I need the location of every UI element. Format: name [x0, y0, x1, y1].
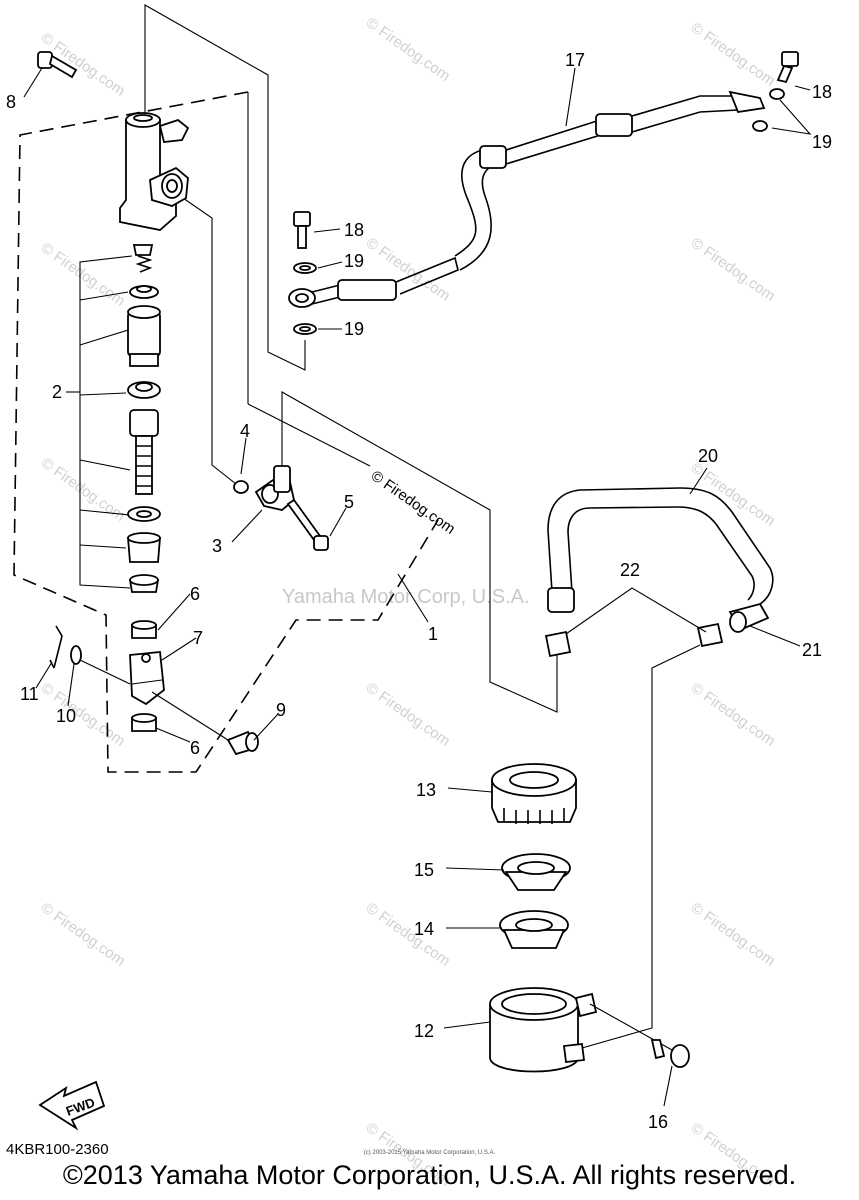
callout-5: 5: [344, 492, 354, 512]
callout-17: 17: [565, 50, 585, 70]
watermark: © Firedog.com: [38, 679, 129, 749]
reservoir: [489, 763, 690, 1073]
callout-7: 7: [193, 628, 203, 648]
watermark: © Firedog.com: [688, 234, 779, 304]
callout-19: 19: [344, 251, 364, 271]
assembly-outline: [13, 91, 439, 773]
firedog-stamp: © Firedog.com: [368, 467, 459, 537]
watermark: © Firedog.com: [38, 899, 129, 969]
part-8-bolt: [37, 51, 78, 79]
callout-18: 18: [344, 220, 364, 240]
callout-19: 19: [344, 319, 364, 339]
callout-13: 13: [416, 780, 436, 800]
callout-2: 2: [52, 382, 62, 402]
clevis-parts: [49, 620, 259, 756]
callout-19: 19: [812, 132, 832, 152]
callout-18: 18: [812, 82, 832, 102]
callout-1: 1: [428, 624, 438, 644]
union-bolt-washers: [293, 211, 317, 335]
callouts: 8 17 18 19 18 19 19 2 4 3 5 20 22 21 6 7…: [6, 50, 832, 1132]
watermark: © Firedog.com: [688, 679, 779, 749]
master-cylinder-body: [119, 112, 190, 231]
watermark: © Firedog.com: [363, 14, 454, 84]
callout-14: 14: [414, 919, 434, 939]
watermark: © Firedog.com: [38, 454, 129, 524]
callout-6: 6: [190, 738, 200, 758]
callout-3: 3: [212, 536, 222, 556]
callout-21: 21: [802, 640, 822, 660]
callout-15: 15: [414, 860, 434, 880]
hose-joint: [233, 465, 329, 551]
watermark: © Firedog.com: [363, 679, 454, 749]
callout-12: 12: [414, 1021, 434, 1041]
watermark: © Firedog.com: [688, 19, 779, 89]
copyright-notice: ©2013 Yamaha Motor Corporation, U.S.A. A…: [62, 1160, 797, 1190]
guide-lines: [144, 4, 701, 1051]
callout-11: 11: [20, 684, 39, 704]
leader-lines: [23, 67, 812, 1107]
center-watermark: Yamaha Motor Corp, U.S.A.: [282, 586, 530, 608]
small-copyright: (c) 2003-2015 Yamaha Motor Corporation, …: [363, 1150, 496, 1156]
callout-20: 20: [698, 446, 718, 466]
callout-4: 4: [240, 421, 250, 441]
watermark: © Firedog.com: [688, 459, 779, 529]
fwd-arrow: FWD: [38, 1080, 106, 1131]
callout-10: 10: [56, 706, 76, 726]
piston-kit: [79, 244, 161, 593]
callout-8: 8: [6, 92, 16, 112]
callout-16: 16: [648, 1112, 668, 1132]
part-20-reservoir-hose: [544, 487, 774, 658]
callout-22: 22: [620, 560, 640, 580]
callout-6: 6: [190, 584, 200, 604]
watermark: © Firedog.com: [688, 899, 779, 969]
diagram-code: 4KBR100-2360: [6, 1141, 109, 1158]
watermark: © Firedog.com: [363, 899, 454, 969]
part-17-brake-hose: [288, 51, 799, 308]
callout-9: 9: [276, 700, 286, 720]
